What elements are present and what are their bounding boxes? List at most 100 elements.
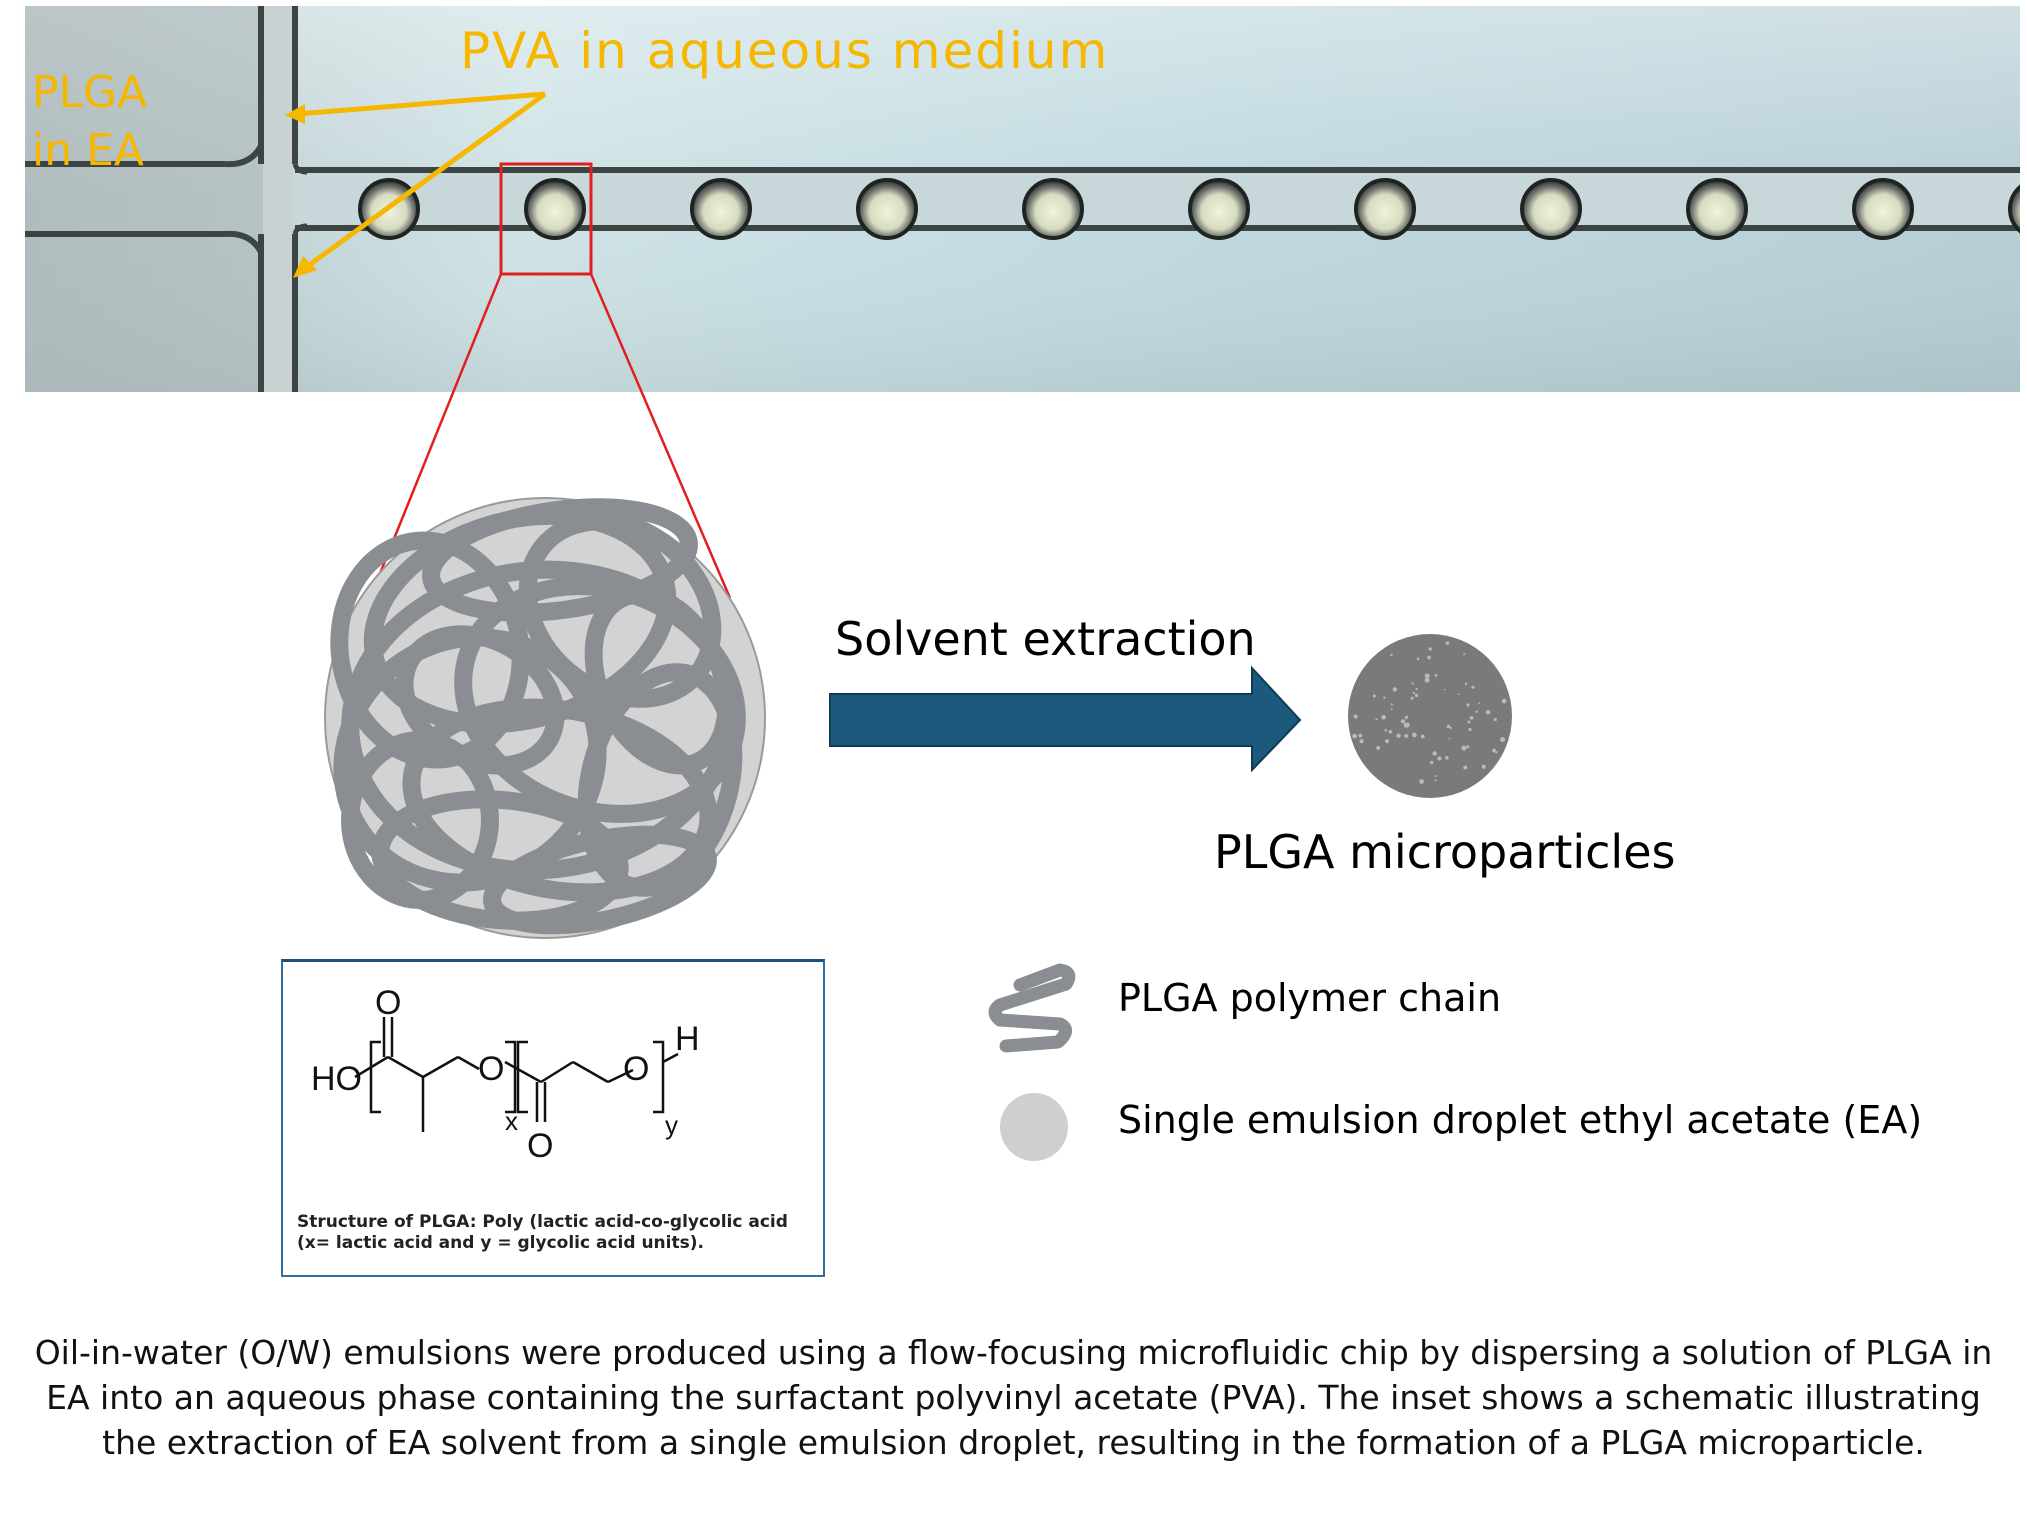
- legend-chain-label: PLGA polymer chain: [1118, 976, 1502, 1020]
- pva-arrows: [285, 91, 547, 278]
- particle-speckle: [1463, 653, 1466, 656]
- plga-microparticles-label: PLGA microparticles: [1214, 825, 1676, 879]
- particle-speckle: [1493, 717, 1497, 722]
- particle-speckle: [1396, 733, 1401, 738]
- particle-speckle: [1404, 722, 1410, 728]
- particle-speckle: [1481, 764, 1486, 769]
- atom-o-mid1: O: [478, 1050, 504, 1088]
- atom-h: H: [675, 1020, 700, 1058]
- particle-speckle: [1501, 698, 1507, 704]
- particle-speckle: [1488, 711, 1491, 714]
- solvent-extraction-arrow: [829, 665, 1302, 773]
- particle-speckle: [1376, 745, 1381, 750]
- particle-speckle: [1411, 732, 1417, 738]
- particle-speckle: [1392, 687, 1397, 692]
- particle-speckle: [1437, 756, 1442, 761]
- particle-speckle: [1384, 739, 1390, 744]
- subscript-y: y: [665, 1110, 678, 1140]
- particle-speckle: [1468, 727, 1472, 732]
- particle-speckle: [1411, 682, 1414, 685]
- particle-speckle: [1390, 653, 1393, 657]
- particle-speckle: [1434, 673, 1438, 677]
- particle-speckle: [1434, 774, 1437, 778]
- particle-speckle: [1428, 647, 1432, 651]
- particle-speckle: [1353, 714, 1358, 719]
- particle-speckle: [1388, 730, 1393, 734]
- droplet: [1354, 178, 1416, 240]
- droplet: [1022, 178, 1084, 240]
- particle-speckle: [1457, 693, 1460, 696]
- particle-speckle: [1352, 733, 1358, 739]
- particle-speckle: [1492, 748, 1496, 753]
- particle-speckle: [1448, 737, 1451, 740]
- plga-structure-box: O HO O O H O x y Structure of PLGA: Poly…: [281, 959, 825, 1277]
- particle-speckle: [1359, 739, 1364, 744]
- particle-speckle: [1500, 737, 1506, 743]
- particle-speckle: [1383, 696, 1386, 699]
- particle-speckle: [1434, 779, 1437, 782]
- droplet: [524, 178, 586, 240]
- particle-speckle: [1466, 703, 1470, 707]
- solvent-extraction-label: Solvent extraction: [835, 612, 1256, 666]
- particle-speckle: [1427, 655, 1431, 660]
- microscope-image: [25, 6, 2027, 392]
- atom-o-bottom: O: [527, 1127, 553, 1165]
- particle-speckle: [1375, 718, 1378, 721]
- atom-o-top: O: [375, 984, 401, 1022]
- particle-speckle: [1390, 703, 1393, 706]
- particle-speckle: [1400, 719, 1406, 724]
- atom-o-mid2: O: [623, 1050, 649, 1088]
- chain-legend-icon: [988, 963, 1076, 1053]
- droplet: [1852, 178, 1914, 240]
- particle-speckle: [1419, 779, 1424, 784]
- particle-speckle: [1424, 677, 1430, 683]
- particle-speckle: [1372, 694, 1376, 698]
- subscript-x: x: [505, 1106, 518, 1136]
- emulsion-droplets: [358, 178, 2027, 240]
- atom-ho: HO: [311, 1060, 362, 1098]
- particle-speckle: [1464, 682, 1468, 686]
- particle-speckle: [1424, 673, 1430, 679]
- pva-label: PVA in aqueous medium: [460, 22, 1110, 80]
- particle-speckle: [1443, 688, 1446, 691]
- droplet: [690, 178, 752, 240]
- microfluidic-channel-image: [25, 6, 2027, 392]
- particle-speckle: [1445, 641, 1450, 645]
- droplet: [856, 178, 918, 240]
- droplet: [1188, 178, 1250, 240]
- particle-speckle: [1430, 760, 1434, 765]
- figure-caption: Oil-in-water (O/W) emulsions were produc…: [34, 1333, 1993, 1462]
- zoom-box: [499, 162, 593, 276]
- particle-speckle: [1469, 715, 1474, 720]
- particle-speckle: [1445, 756, 1449, 760]
- structure-caption: Structure of PLGA: Poly (lactic acid-co-…: [297, 1212, 788, 1253]
- particle-speckle: [1384, 728, 1388, 732]
- droplet: [1686, 178, 1748, 240]
- particle-speckle: [1466, 745, 1470, 749]
- particle-speckle: [1390, 708, 1393, 711]
- particle-speckle: [1415, 687, 1418, 691]
- emulsion-droplet-schematic: [324, 497, 766, 939]
- droplet-legend-icon: [1000, 1093, 1068, 1161]
- particle-speckle: [1420, 734, 1425, 739]
- plga-in-ea-label: PLGA in EA: [32, 64, 147, 180]
- particle-speckle: [1381, 714, 1386, 720]
- particle-speckle: [1432, 751, 1437, 756]
- particle-speckle: [1449, 726, 1453, 730]
- plga-label-line1: PLGA: [32, 67, 148, 118]
- particle-speckle: [1461, 745, 1467, 751]
- droplet: [1520, 178, 1582, 240]
- plga-label-line2: in EA: [32, 125, 144, 176]
- particle-speckle: [1404, 716, 1408, 720]
- particle-speckle: [1414, 693, 1419, 698]
- particle-speckle: [1495, 751, 1498, 754]
- legend-droplet-label: Single emulsion droplet ethyl acetate (E…: [1118, 1098, 1923, 1142]
- plga-chains: [330, 498, 746, 935]
- particle-speckle: [1358, 733, 1363, 738]
- particle-speckle: [1471, 685, 1475, 689]
- plga-structure-formula: O HO O O H O x y: [311, 984, 700, 1165]
- particle-speckle: [1467, 720, 1471, 724]
- particle-speckle: [1446, 724, 1451, 729]
- particle-speckle: [1410, 696, 1414, 700]
